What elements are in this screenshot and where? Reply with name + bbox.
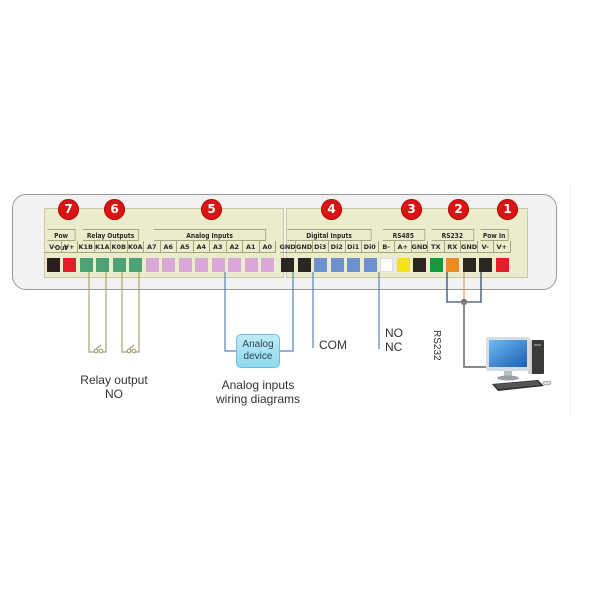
pin-label: V+ [61, 241, 78, 253]
section-badge-pow-in: 1 [497, 199, 518, 220]
terminal-pin-a1 [244, 258, 258, 272]
pin-label: GND [461, 241, 478, 253]
relay-wire-k1a [102, 272, 107, 353]
analog-caption-line1: Analog inputs [221, 378, 295, 392]
nc-label: NC [385, 340, 403, 354]
divider [570, 185, 571, 415]
terminal-pin-a+ [396, 258, 410, 272]
pin-label: V+ [494, 241, 511, 253]
terminal-pin-a5 [178, 258, 192, 272]
pin-label: Di0 [362, 241, 379, 253]
pin-label: Di1 [345, 241, 362, 253]
terminal-pin-rx [446, 258, 460, 272]
section-badge-pow-out: 7 [58, 199, 79, 220]
pin-label: A1 [243, 241, 260, 253]
rs232-wires [446, 272, 492, 368]
terminal-pin-a6 [162, 258, 176, 272]
analog-device: Analog device [236, 334, 280, 368]
terminal-pin-a3 [211, 258, 225, 272]
pin-label: GND [296, 241, 313, 253]
terminal-pin-a7 [145, 258, 159, 272]
terminal-pin-tx [429, 258, 443, 272]
group-label-rs232: RS232 [431, 229, 474, 241]
terminal-pin-k0a [129, 258, 143, 272]
relay-output-caption-line1: Relay output [80, 373, 148, 387]
analog-caption-line2: wiring diagrams [215, 392, 301, 406]
terminal-pin-a4 [195, 258, 209, 272]
pin-label: TX [428, 241, 445, 253]
pin-label: GND [411, 241, 428, 253]
analog-inputs-caption: Analog inputs wiring diagrams [208, 378, 308, 406]
pin-label: A6 [160, 241, 177, 253]
section-badge-rs232: 2 [448, 199, 469, 220]
relay-wire-k0a [135, 272, 140, 353]
pin-label: Di2 [329, 241, 346, 253]
pin-label: Di3 [312, 241, 329, 253]
terminal-pin-di0 [363, 258, 377, 272]
pin-label: K0B [111, 241, 128, 253]
switch-open-icon [93, 344, 137, 354]
pin-label: A2 [226, 241, 243, 253]
pin-label: RX [444, 241, 461, 253]
pin-label: A3 [210, 241, 227, 253]
relay-output-caption-line2: NO [105, 387, 123, 401]
terminal-pin-b- [380, 258, 394, 272]
pin-label: A4 [193, 241, 210, 253]
terminal-pin-a0 [261, 258, 275, 272]
pin-label: V- [45, 241, 62, 253]
terminal-pin-gnd [413, 258, 427, 272]
group-label-digital-inputs: Digital Inputs [286, 229, 372, 241]
section-badge-analog-inputs: 5 [201, 199, 222, 220]
pin-label: K1B [78, 241, 95, 253]
terminal-pin-a2 [228, 258, 242, 272]
terminal-pin-gnd [297, 258, 311, 272]
terminal-pin-v+ [63, 258, 77, 272]
rs232-wire-tx [446, 272, 464, 303]
pin-label: V- [477, 241, 494, 253]
analog-wires [224, 272, 294, 352]
group-label-pow-in: Pow In [479, 229, 509, 241]
terminal-pin-di1 [347, 258, 361, 272]
rs232-wire-gnd [464, 272, 482, 303]
pin-label: A0 [259, 241, 276, 253]
group-label-analog-inputs: Analog Inputs [153, 229, 267, 241]
terminal-pin-v+ [495, 258, 509, 272]
rs232-cable [463, 302, 492, 368]
analog-wire-a3 [224, 272, 236, 352]
desktop-computer-icon [486, 337, 552, 391]
no-nc-label: NO NC [385, 326, 403, 354]
pin-label: B- [378, 241, 395, 253]
terminal-pin-k1a [96, 258, 110, 272]
terminal-pin-k1b [79, 258, 93, 272]
group-label-rs485: RS485 [382, 229, 425, 241]
analog-wire-gnd [280, 272, 294, 352]
pin-label: K0A [127, 241, 144, 253]
terminal-pin-v- [479, 258, 493, 272]
pin-label: A+ [395, 241, 412, 253]
relay-wire-k1b [88, 272, 94, 353]
pin-label: A5 [177, 241, 194, 253]
pin-label: A7 [144, 241, 161, 253]
terminal-pin-gnd [281, 258, 295, 272]
relay-wire-k0b [121, 272, 127, 353]
analog-device-label-1: Analog [242, 339, 274, 350]
terminal-pin-v- [46, 258, 60, 272]
section-badge-rs485: 3 [401, 199, 422, 220]
relay-output-caption: Relay output NO [66, 373, 162, 401]
com-label: COM [319, 338, 347, 352]
section-badge-relay-outputs: 6 [104, 199, 125, 220]
group-label-relay-outputs: Relay Outputs [82, 229, 140, 241]
terminal-pin-di3 [314, 258, 328, 272]
analog-device-label-2: device [243, 351, 273, 362]
relay-wires [88, 272, 140, 354]
section-badge-digital-inputs: 4 [321, 199, 342, 220]
rs232-cable-label: RS232 [431, 330, 442, 361]
pin-label: GND [279, 241, 296, 253]
pin-label: K1A [94, 241, 111, 253]
terminal-pin-gnd [462, 258, 476, 272]
no-label: NO [385, 326, 403, 340]
terminal-pin-di2 [330, 258, 344, 272]
terminal-pin-k0b [112, 258, 126, 272]
